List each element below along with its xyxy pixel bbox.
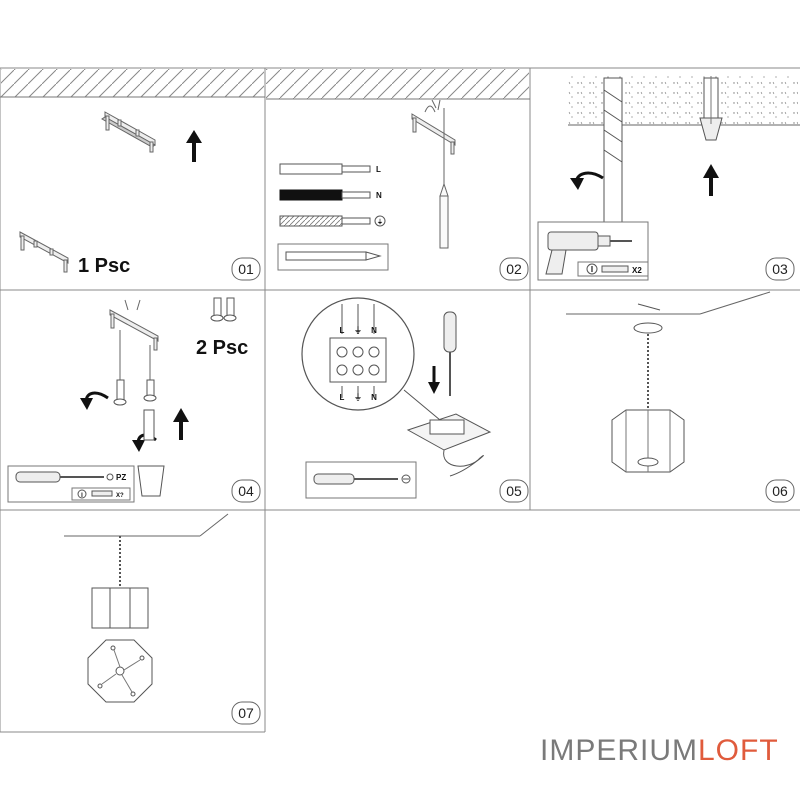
svg-text:N: N — [376, 191, 382, 200]
svg-text:L: L — [340, 393, 345, 402]
svg-text:01: 01 — [238, 261, 254, 277]
wall-anchor-icon — [699, 76, 723, 141]
terminal-block-icon — [406, 413, 492, 477]
up-arrow-icon — [703, 164, 719, 196]
drill-tool-box: I X2 — [537, 221, 649, 281]
screw-icon — [113, 379, 157, 406]
step-06-panel: 06 — [566, 291, 795, 503]
step-04-panel: 2 Psc PZ I X? — [7, 297, 261, 503]
ceiling-canopy-icon — [633, 303, 663, 334]
svg-text:05: 05 — [506, 483, 522, 499]
brand-logo: IMPERIUMLOFT — [540, 734, 779, 767]
svg-text:06: 06 — [772, 483, 788, 499]
pencil-icon — [439, 182, 449, 249]
mounting-bracket-icon — [19, 231, 69, 273]
screwdriver-icon — [15, 471, 104, 483]
rotate-arrow-icon — [80, 391, 157, 452]
ceiling-concrete — [568, 75, 798, 125]
pendant-lamp-icon — [91, 587, 149, 629]
wire-live: L — [279, 163, 381, 175]
mounting-bracket-icon — [411, 99, 456, 155]
step-number-badge: 01 — [231, 257, 261, 281]
anchor-plug-icon — [601, 265, 629, 273]
pendant-lamp-icon — [611, 409, 685, 473]
svg-text:04: 04 — [238, 483, 254, 499]
mounting-bracket-icon — [101, 111, 156, 153]
step-03-panel: I X2 03 — [537, 75, 800, 281]
ceiling-hatch — [266, 69, 529, 99]
mounting-bracket-icon — [109, 299, 159, 351]
step-05-panel: L ⏚ N L ⏚ N 05 — [301, 297, 529, 503]
screwdriver-tool-box — [305, 461, 417, 499]
step-number-badge: 05 — [499, 479, 529, 503]
wire-neutral: N — [279, 189, 382, 201]
step-number-badge: 03 — [765, 257, 795, 281]
pencil-tool-box — [277, 243, 389, 271]
svg-text:N: N — [371, 393, 377, 402]
svg-text:⏚: ⏚ — [354, 393, 362, 402]
svg-text:07: 07 — [238, 705, 254, 721]
up-arrow-icon — [186, 130, 202, 162]
lamp-bottom-view-icon — [87, 639, 153, 703]
step-01-panel: 1 Psc 01 — [0, 69, 265, 281]
svg-text:I: I — [591, 265, 593, 274]
ceiling-hatch — [1, 69, 264, 97]
down-arrow-icon — [428, 366, 440, 394]
svg-text:02: 02 — [506, 261, 522, 277]
rotate-arrow-icon — [570, 171, 604, 190]
screwdriver-icon — [443, 311, 457, 396]
drill-bit-icon — [603, 77, 623, 241]
svg-text:03: 03 — [772, 261, 788, 277]
quantity-label: 2 Psc — [196, 337, 248, 359]
screwdriver-tool-box: PZ I X? — [7, 465, 135, 503]
terminal-zoom-circle: L ⏚ N L ⏚ N — [301, 297, 415, 411]
svg-text:⏚: ⏚ — [354, 326, 362, 335]
svg-text:N: N — [371, 326, 377, 335]
wire-ground: ⏚ — [279, 215, 386, 227]
quantity-label: 1 Psc — [78, 255, 130, 277]
step-number-badge: 02 — [499, 257, 529, 281]
step-number-badge: 07 — [231, 701, 261, 725]
svg-text:X?: X? — [116, 493, 124, 499]
screw-pair-icon — [210, 297, 237, 322]
panel-grid — [0, 67, 800, 733]
step-number-badge: 06 — [765, 479, 795, 503]
step-02-panel: L N ⏚ 02 — [266, 69, 530, 281]
svg-text:L: L — [340, 326, 345, 335]
power-drill-icon — [545, 231, 632, 275]
wall-anchor-icon — [137, 409, 165, 497]
svg-text:X2: X2 — [632, 266, 642, 275]
step-07-panel: 07 — [64, 513, 261, 725]
svg-text:⏚: ⏚ — [377, 219, 383, 226]
svg-text:L: L — [376, 165, 381, 174]
svg-text:PZ: PZ — [116, 473, 126, 482]
step-number-badge: 04 — [231, 479, 261, 503]
svg-text:I: I — [81, 493, 83, 499]
up-arrow-icon — [173, 408, 189, 440]
